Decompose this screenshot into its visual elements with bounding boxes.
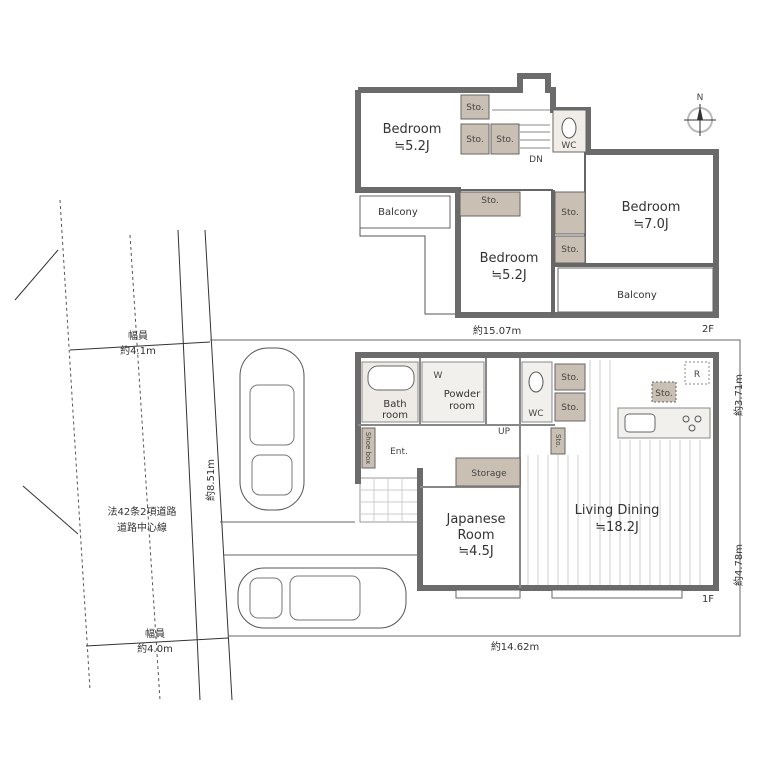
- car-icon: [239, 347, 305, 511]
- stairs-label: DN: [529, 155, 543, 165]
- entrance-label: Ent.: [390, 447, 408, 457]
- balcony-label: Balcony: [378, 207, 418, 218]
- bedroom-label: Bedroom: [480, 251, 539, 266]
- bedroom-size: ≒5.2J: [394, 139, 429, 154]
- road-type-label: 法42条2項道路: [107, 505, 176, 518]
- living-dining-label: Living Dining: [575, 503, 660, 518]
- frontage-dimension: 約8.51m: [204, 459, 217, 501]
- wc-label: WC: [528, 409, 543, 419]
- floor-label: 2F: [702, 324, 714, 335]
- height-dimension: 約3.71m: [732, 374, 745, 416]
- road-width-label: 幅員: [145, 627, 165, 640]
- flooring: [527, 360, 701, 585]
- bath-label: Bath: [383, 399, 406, 410]
- powder-label: Powder: [444, 389, 481, 400]
- storage-label: Sto.: [561, 208, 578, 218]
- washer-label: W: [434, 371, 443, 381]
- width-dimension: 約15.07m: [473, 324, 521, 337]
- road-width-value: 約4.1m: [120, 344, 156, 357]
- bedroom-label: Bedroom: [622, 200, 681, 215]
- powder-label: room: [449, 401, 475, 412]
- floor-1f: [355, 352, 719, 599]
- car-icon: [237, 567, 407, 629]
- road-lines: [14, 199, 233, 701]
- fridge-label: R: [694, 370, 700, 380]
- north-compass-icon: [684, 104, 716, 136]
- height-dimension: 約4.78m: [732, 544, 745, 586]
- site-boundary: [210, 339, 741, 637]
- japanese-room-label: Room: [457, 528, 494, 543]
- storage-label: Sto.: [496, 135, 513, 145]
- bedroom-label: Bedroom: [383, 122, 442, 137]
- bedroom-size: ≒5.2J: [491, 268, 526, 283]
- storage-label: Sto.: [655, 389, 672, 399]
- road-center-label: 道路中心線: [117, 521, 167, 534]
- floor-2f: [355, 73, 719, 318]
- road-width-label: 幅員: [128, 329, 148, 342]
- bath-label: room: [382, 410, 408, 421]
- storage-label: Sto.: [466, 135, 483, 145]
- bedroom-size: ≒7.0J: [633, 217, 668, 232]
- shoe-box-label: Shoe box: [364, 432, 372, 464]
- floor-label: 1F: [702, 594, 714, 605]
- japanese-room-label: Japanese: [445, 512, 505, 527]
- balcony-label: Balcony: [617, 290, 657, 301]
- japanese-room-size: ≒4.5J: [458, 544, 493, 559]
- storage-label: Sto.: [561, 403, 578, 413]
- storage-label: Sto.: [466, 103, 483, 113]
- road-width-value: 約4.0m: [137, 642, 173, 655]
- compass-north-label: N: [697, 93, 704, 103]
- stairs-label: UP: [498, 427, 511, 437]
- living-dining-size: ≒18.2J: [595, 520, 639, 535]
- storage-label: Sto.: [561, 245, 578, 255]
- wc-label: WC: [561, 141, 576, 151]
- storage-label: Sto.: [561, 373, 578, 383]
- width-dimension: 約14.62m: [491, 640, 539, 653]
- storage-label: Sto.: [481, 196, 498, 206]
- storage-label: Storage: [471, 469, 507, 479]
- storage-label: Sto.: [554, 434, 562, 448]
